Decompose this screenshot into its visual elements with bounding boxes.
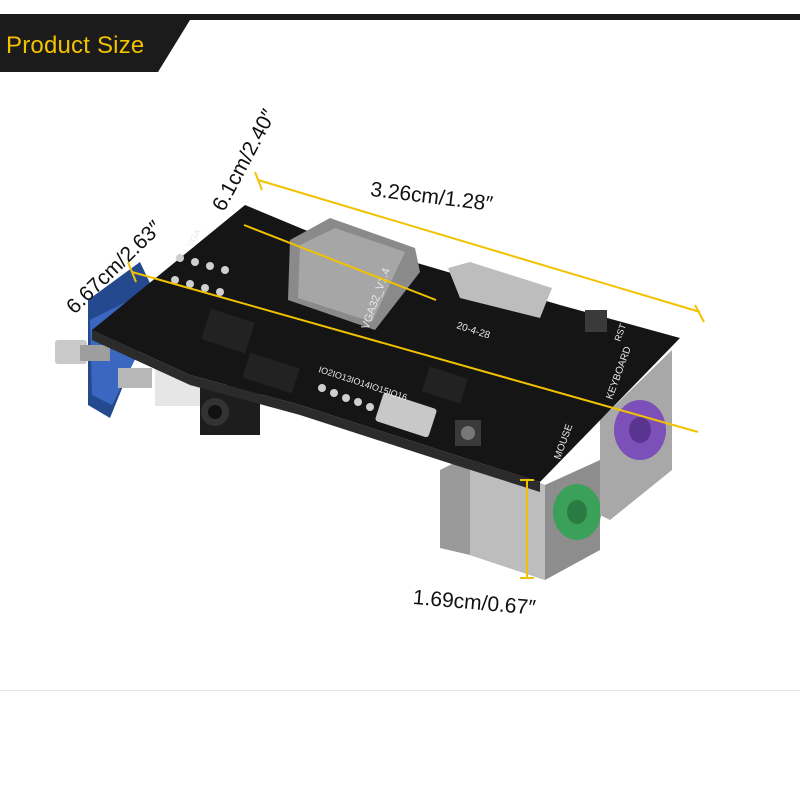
product-size-banner: Product Size: [0, 20, 190, 72]
length-dimension-line: [257, 179, 701, 313]
width-dimension-line: [243, 224, 437, 301]
banner-title: Product Size: [6, 32, 145, 59]
dimension-lines: [127, 171, 705, 579]
height-dimension-line: [131, 271, 699, 433]
pcb-board: [92, 205, 680, 492]
keyboard-port: [600, 350, 672, 520]
banner-background: [0, 20, 190, 72]
bottom-divider: [0, 690, 800, 691]
top-divider-bar: [0, 14, 800, 20]
